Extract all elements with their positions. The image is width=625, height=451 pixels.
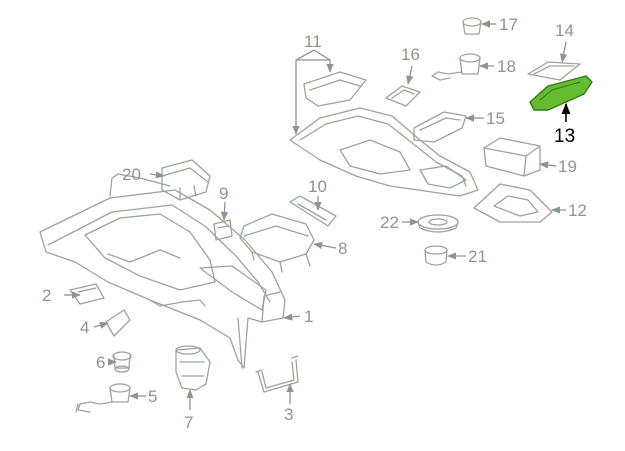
callout-9: 9 [219,184,228,203]
armrest-part-8 [239,213,315,273]
callout-19: 19 [558,157,577,176]
callout-21: 21 [468,247,487,266]
center-console-part-1 [39,173,286,369]
pad-part-4 [105,309,131,337]
trim-strip-part-10 [289,195,337,227]
cup-holder-part-7 [175,345,211,391]
callout-4: 4 [80,318,89,337]
trim-panel-part-11 [289,71,479,197]
callout-11: 11 [304,32,322,51]
insert-part-16 [385,85,421,107]
ring-part-22 [417,214,459,233]
callout-7: 7 [184,413,193,432]
callout-17: 17 [499,15,518,34]
callout-15: 15 [486,109,505,128]
cap-part-17 [462,17,482,35]
callout-3: 3 [284,405,293,424]
clip-part-2 [69,283,105,305]
socket-cable-part-5 [75,383,131,413]
clip-part-9 [213,219,233,241]
highlighted-tray-part-13 [529,75,593,111]
storage-box-part-19 [483,137,541,177]
callout-12: 12 [568,201,587,220]
callout-10: 10 [308,177,327,196]
knob-part-21 [424,245,448,266]
callout-2: 2 [42,286,51,305]
callout-8: 8 [338,239,347,258]
callout-14: 14 [555,21,574,40]
callout-6: 6 [96,353,105,372]
callout-labels: 1 2 3 4 5 6 7 8 9 10 11 12 13 14 15 16 1… [42,15,587,432]
callout-13-highlighted: 13 [554,126,575,147]
callout-16: 16 [401,45,420,64]
callout-22: 22 [380,213,399,232]
module-part-20 [161,159,211,201]
callout-5: 5 [148,387,157,406]
bracket-part-3 [255,355,299,393]
socket-part-6 [112,351,132,373]
leader-lines [64,20,571,410]
trim-plate-part-12 [473,183,553,223]
callout-20: 20 [122,165,141,184]
highlighted-tray-shape [529,75,593,111]
tray-part-15 [413,111,467,143]
callout-18: 18 [497,57,516,76]
mat-part-14 [527,61,581,81]
socket-cable-part-18 [431,53,481,81]
callout-1: 1 [304,307,313,326]
